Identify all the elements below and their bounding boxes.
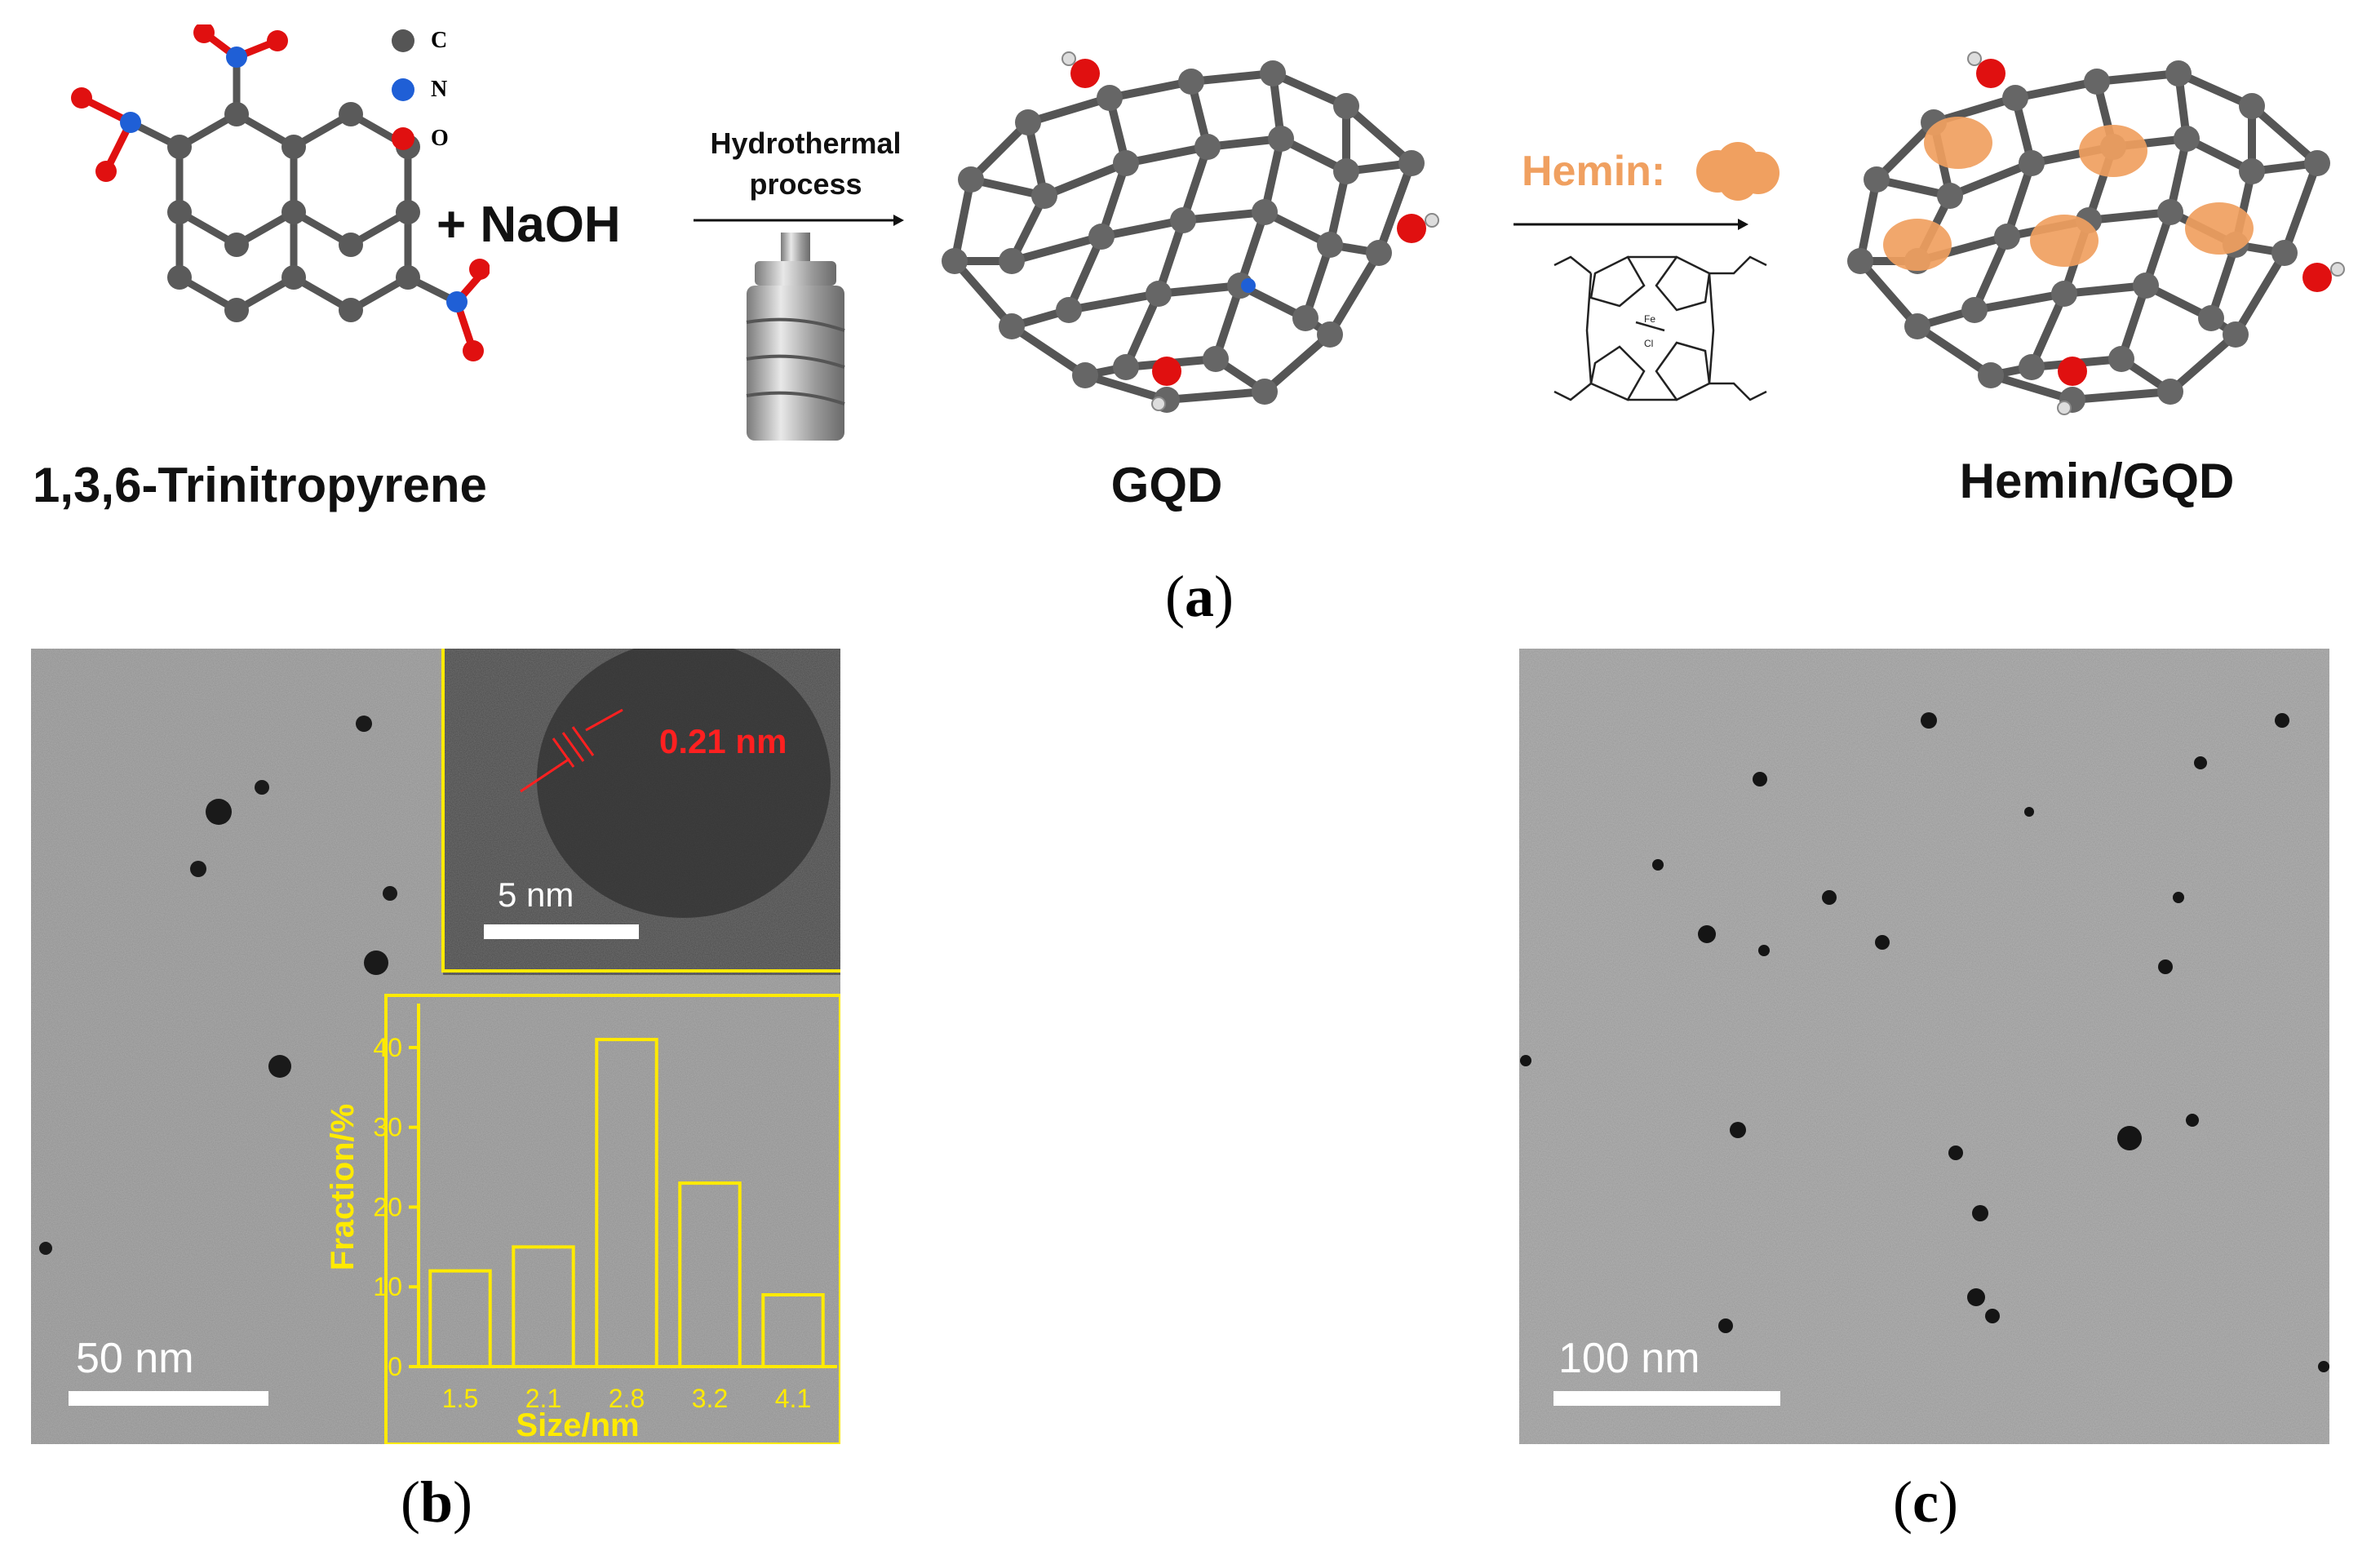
histogram-xtick-label: 2.8 [609, 1384, 645, 1413]
step1-arrow [694, 215, 904, 226]
product1-name: GQD [1110, 458, 1223, 512]
histogram-bar [595, 1038, 658, 1368]
legend-label-n: N [431, 77, 448, 102]
scheme-panel-a: C N O 1,3,6-Trinitropyrene + NaOH Hydrot… [0, 0, 2380, 629]
inset-scale-bar [484, 924, 639, 939]
hemin-blob-icon [1696, 142, 1779, 201]
histogram-xtick-label: 1.5 [442, 1384, 478, 1413]
main-scale-bar-b [69, 1391, 268, 1406]
tem-background-c [1519, 649, 2329, 1444]
reagent-label: + NaOH [437, 197, 621, 253]
histogram-ytick-label: 20 [373, 1192, 402, 1221]
step1-label-line1: Hydrothermal [710, 126, 902, 160]
histogram-ytick-label: 10 [373, 1272, 402, 1301]
product2-name: Hemin/GQD [1959, 454, 2235, 508]
svg-text:Fe: Fe [1644, 313, 1655, 325]
element-legend: C N O [392, 24, 490, 163]
step2-label: Hemin: [1522, 148, 1666, 195]
step1-label-line2: process [749, 167, 862, 201]
trinitropyrene-molecule [71, 24, 490, 361]
main-scale-label-b: 50 nm [76, 1335, 194, 1382]
main-scale-bar-c [1553, 1391, 1780, 1406]
histogram-ytick-label: 0 [388, 1352, 402, 1381]
histogram-bar [761, 1293, 825, 1368]
legend-label-c: C [431, 28, 448, 53]
histogram-bar [678, 1181, 742, 1368]
precursor-name: 1,3,6-Trinitropyrene [33, 458, 487, 512]
histogram-xtick-label: 3.2 [692, 1384, 728, 1413]
histogram-ytick-label: 30 [373, 1113, 402, 1142]
histogram-xlabel: Size/nm [516, 1407, 639, 1443]
histogram-xtick-label: 2.1 [525, 1384, 561, 1413]
legend-item-n: N [392, 73, 490, 114]
size-histogram: 0 10 20 30 40 1.5 2.1 2.8 3.2 4.1 Fraction/% Siz… [325, 1004, 837, 1443]
hemin-gqd-lattice [1847, 51, 2345, 415]
panel-label-a: (a) [1165, 564, 1234, 629]
tem-image-b: 0.21 nm 5 nm 0 10 20 30 40 1.5 2.1 2.8 3.2 4.1 F… [31, 649, 840, 1444]
step2-arrow [1514, 219, 1748, 230]
nitrogen-atom-icon [392, 78, 414, 101]
histogram-ylabel: Fraction/% [325, 1104, 361, 1270]
tem-image-c: 100 nm [1519, 649, 2329, 1444]
tem-background-b [31, 649, 840, 1444]
oxygen-atom-icon [392, 127, 414, 150]
lattice-spacing-label: 0.21 nm [659, 722, 787, 760]
autoclave-icon [746, 233, 845, 441]
histogram-bar [512, 1245, 575, 1369]
carbon-atom-icon [392, 29, 414, 52]
histogram-axes [417, 1004, 837, 1368]
panel-label-c: (c) [1893, 1469, 1958, 1535]
histogram-ytick-label: 40 [373, 1033, 402, 1062]
legend-item-o: O [392, 122, 490, 163]
svg-text:Cl: Cl [1644, 338, 1653, 349]
histogram-bar [428, 1269, 492, 1368]
legend-item-c: C [392, 24, 490, 65]
gqd-lattice [942, 51, 1439, 413]
legend-label-o: O [431, 126, 449, 151]
histogram-xtick-label: 4.1 [775, 1384, 811, 1413]
inset-scale-label: 5 nm [498, 875, 574, 914]
main-scale-label-c: 100 nm [1558, 1335, 1700, 1382]
panel-label-b: (b) [400, 1469, 472, 1535]
